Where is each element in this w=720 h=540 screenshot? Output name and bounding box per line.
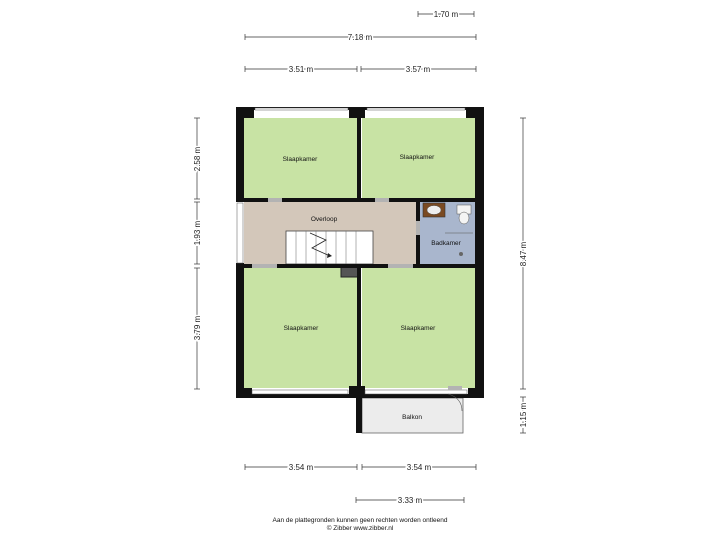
dim-left-bottom: 3.79 m: [193, 315, 202, 340]
dim-bottom-left: 3.54 m: [289, 463, 314, 472]
balcony-door-swing: [447, 393, 463, 412]
dim-left-top: 2.58 m: [193, 146, 202, 171]
dim-left-mid: 1.93 m: [193, 220, 202, 245]
bathroom-fixtures: [422, 202, 473, 256]
windows: [236, 107, 468, 395]
dim-top-left: 3.51 m: [289, 65, 314, 74]
dim-right-total: 8.47 m: [519, 241, 528, 266]
dim-top-total: 7.18 m: [348, 33, 373, 42]
label-slaapkamer-se: Slaapkamer: [401, 325, 437, 332]
label-overloop: Overloop: [311, 216, 338, 223]
label-slaapkamer-nw: Slaapkamer: [283, 156, 319, 163]
dim-top-right: 3.57 m: [406, 65, 431, 74]
label-balkon: Balkon: [402, 414, 422, 421]
dim-right-balcony: 1.15 m: [519, 402, 528, 427]
staircase: [285, 230, 374, 265]
dim-top-short: 1.70 m: [434, 10, 459, 19]
doors: [252, 198, 462, 390]
dim-bottom-right: 3.54 m: [407, 463, 432, 472]
dimension-lines: [194, 11, 526, 503]
footer-credit: © Zibber www.zibber.nl: [326, 525, 394, 532]
walls: [236, 107, 484, 433]
label-badkamer: Badkamer: [431, 240, 461, 247]
label-slaapkamer-sw: Slaapkamer: [284, 325, 320, 332]
room-slaapkamer-nw: [244, 118, 358, 199]
dim-bottom-balcony: 3.33 m: [398, 496, 423, 505]
label-slaapkamer-ne: Slaapkamer: [400, 154, 436, 161]
footer-disclaimer: Aan de plattegronden kunnen geen rechten…: [272, 517, 448, 524]
room-slaapkamer-ne: [362, 118, 475, 199]
room-slaapkamer-se: [362, 268, 475, 388]
room-slaapkamer-sw: [244, 268, 358, 388]
